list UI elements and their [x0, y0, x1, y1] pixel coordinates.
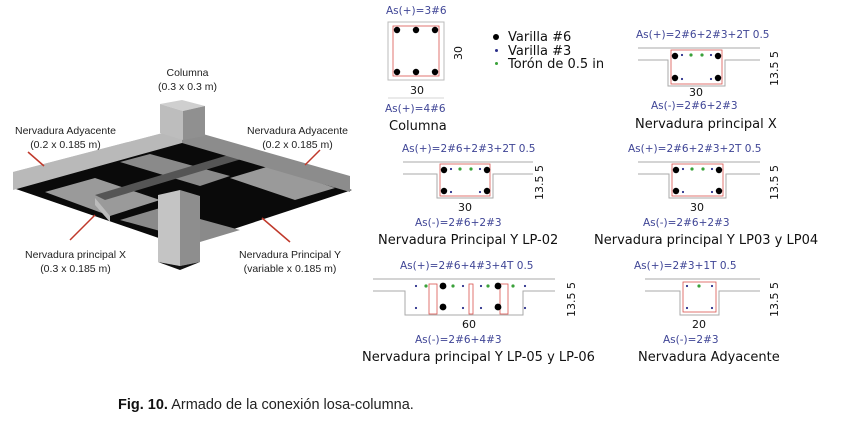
columna-as-bottom: As(+)=4#6	[385, 103, 446, 115]
label-adyacente-left-name: Nervadura Adyacente	[15, 125, 116, 137]
arrow-adyacente-left	[27, 151, 45, 167]
varilla-6-dot-icon	[493, 34, 499, 40]
label-principal-y: Nervadura Principal Y (variable x 0.185 …	[230, 248, 350, 276]
label-adyacente-left-size: (0.2 x 0.185 m)	[30, 139, 101, 151]
rib-light-3	[230, 166, 335, 200]
principal-x-section-drawing	[638, 47, 760, 87]
label-columna-name: Columna	[166, 67, 209, 79]
lp02-title: Nervadura Principal Y LP-02	[378, 233, 559, 248]
column-top-face	[160, 100, 205, 111]
principal-x-height: 13.5 5	[768, 51, 781, 86]
toron-dot-icon	[495, 62, 498, 65]
rib-front-1	[95, 198, 110, 222]
adjacent-rib-left-front	[13, 128, 182, 190]
lp03-width: 30	[690, 201, 704, 214]
lp02-as-bottom: As(-)=2#6+2#3	[415, 217, 502, 229]
label-adyacente-right-name: Nervadura Adyacente	[247, 125, 348, 137]
columna-width: 30	[410, 84, 424, 97]
arrow-principal-x	[69, 214, 96, 241]
adjacent-rib-right-front	[182, 128, 350, 192]
figure-label: Fig. 10.	[118, 397, 168, 413]
lp03-section-drawing	[638, 161, 760, 199]
label-principal-x: Nervadura principal X (0.3 x 0.185 m)	[18, 248, 133, 276]
column-lower-right	[180, 190, 200, 266]
label-columna: Columna (0.3 x 0.3 m)	[140, 66, 235, 94]
adyacente-height: 13.5 5	[768, 282, 781, 317]
legend-item-varilla-3: Varilla #3	[490, 43, 604, 59]
principal-x-as-bottom: As(-)=2#6+2#3	[651, 100, 738, 112]
lp03-as-bottom: As(-)=2#6+2#3	[643, 217, 730, 229]
rib-dark-1	[95, 150, 255, 200]
principal-x-title: Nervadura principal X	[635, 117, 777, 132]
lp03-title: Nervadura principal Y LP03 y LP04	[594, 233, 819, 248]
column-bottom	[158, 262, 200, 270]
legend-label: Varilla #6	[508, 30, 572, 45]
adyacente-as-bottom: As(-)=2#3	[663, 334, 719, 346]
label-adyacente-right: Nervadura Adyacente (0.2 x 0.185 m)	[240, 124, 355, 152]
legend-label: Varilla #3	[508, 43, 572, 59]
legend-item-varilla-6: Varilla #6	[490, 31, 604, 45]
label-principal-x-name: Nervadura principal X	[25, 249, 126, 261]
principal-x-as-top: As(+)=2#6+2#3+2T 0.5	[636, 29, 770, 41]
adyacente-title: Nervadura Adyacente	[638, 350, 780, 365]
column-upper-left	[160, 104, 183, 140]
lp02-height: 13.5 5	[533, 165, 546, 200]
lp02-section-drawing	[403, 161, 533, 199]
adyacente-as-top: As(+)=2#3+1T 0.5	[634, 260, 737, 272]
lp05-title: Nervadura principal Y LP-05 y LP-06	[362, 350, 595, 365]
arrow-adyacente-right	[304, 149, 321, 166]
columna-title: Columna	[389, 119, 447, 134]
figure-caption: Fig. 10. Armado de la conexión losa-colu…	[118, 397, 414, 413]
lp02-width: 30	[458, 201, 472, 214]
label-principal-y-size: (variable x 0.185 m)	[243, 263, 337, 275]
adyacente-section-drawing	[645, 278, 760, 316]
lp05-section-drawing	[373, 278, 555, 316]
label-adyacente-right-size: (0.2 x 0.185 m)	[262, 139, 333, 151]
column-upper-right	[183, 106, 205, 140]
columna-height: 30	[452, 46, 465, 60]
label-principal-y-name: Nervadura Principal Y	[239, 249, 341, 261]
lp05-width: 60	[462, 318, 476, 331]
label-adyacente-left: Nervadura Adyacente (0.2 x 0.185 m)	[8, 124, 123, 152]
lp05-height: 13.5 5	[565, 282, 578, 317]
legend-label: Torón de 0.5 in	[508, 57, 605, 72]
label-columna-size: (0.3 x 0.3 m)	[158, 81, 217, 93]
arrow-principal-y	[261, 217, 291, 243]
columna-section-drawing	[387, 21, 445, 99]
lp05-as-bottom: As(-)=2#6+4#3	[415, 334, 502, 346]
lp05-as-top: As(+)=2#6+4#3+4T 0.5	[400, 260, 534, 272]
figure-caption-text: Armado de la conexión losa-columna.	[167, 397, 414, 413]
label-principal-x-size: (0.3 x 0.185 m)	[40, 263, 111, 275]
rib-light-2	[120, 154, 230, 186]
slab-column-3d-model	[13, 100, 352, 270]
principal-x-width: 30	[689, 86, 703, 99]
legend: Varilla #6 Varilla #3 Torón de 0.5 in	[490, 31, 604, 72]
column-lower-left	[158, 190, 180, 266]
columna-as-top: As(+)=3#6	[386, 5, 447, 17]
varilla-3-dot-icon	[495, 48, 498, 52]
legend-item-toron: Torón de 0.5 in	[490, 58, 604, 72]
lp03-as-top: As(+)=2#6+2#3+2T 0.5	[628, 143, 762, 155]
lp03-height: 13.5 5	[768, 165, 781, 200]
lp02-as-top: As(+)=2#6+2#3+2T 0.5	[402, 143, 536, 155]
adyacente-width: 20	[692, 318, 706, 331]
